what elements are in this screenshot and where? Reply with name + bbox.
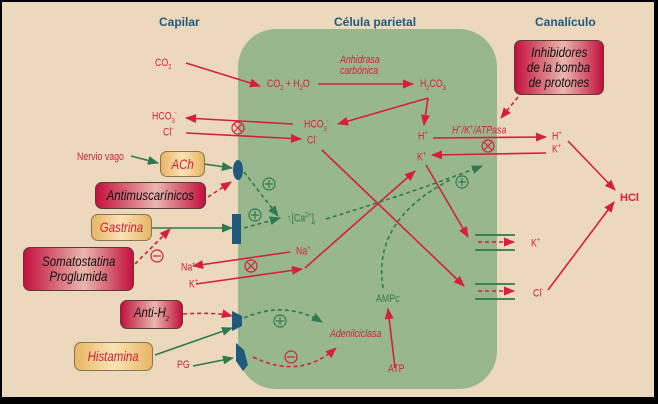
dashed-ach-to-ca bbox=[243, 171, 279, 217]
label-k-capillary: K+ bbox=[189, 278, 199, 291]
arrow-k-to-channel bbox=[425, 164, 469, 238]
label-co2-h2o: CO2 + H2O bbox=[267, 78, 310, 93]
header-parietal-cell: Célula parietal bbox=[334, 15, 417, 29]
dashed-ca-to-pump bbox=[325, 165, 484, 220]
arrow-atp-to-ampc bbox=[384, 307, 396, 369]
plus-icon bbox=[273, 314, 287, 328]
dashed-gastrin-to-ca bbox=[243, 216, 282, 229]
gastrin-receptor bbox=[232, 214, 241, 244]
label-cl-capillary: Cl- bbox=[163, 126, 174, 139]
label-pg: PG bbox=[177, 359, 190, 371]
label-ampc: AMPc bbox=[376, 293, 400, 305]
label-cl-channel: Cl- bbox=[533, 287, 544, 300]
dashed-pg-inhibition bbox=[252, 347, 337, 368]
label-hco3-capillary: HCO3- bbox=[152, 110, 177, 125]
label-hcl: HCl bbox=[620, 192, 639, 204]
label-na-cell: Na+ bbox=[296, 245, 311, 258]
label-co2-capillary: CO2 bbox=[155, 57, 172, 72]
parietal-cell-region bbox=[238, 29, 497, 389]
dashed-antimuscarinic bbox=[207, 181, 232, 198]
arrow-co2-diffusion bbox=[185, 62, 262, 88]
plus-icon bbox=[248, 208, 262, 222]
arrow-k-from-canaliculus bbox=[430, 150, 547, 160]
arrow-cl-to-hcl bbox=[547, 201, 615, 291]
label-h-canaliculus: H+ bbox=[552, 130, 562, 143]
box-histamine: Histamina bbox=[74, 342, 153, 371]
dashed-histamine-to-adenylcyclase bbox=[243, 309, 323, 323]
plus-icon bbox=[455, 175, 469, 189]
dashed-antih2 bbox=[182, 309, 234, 319]
label-carbonic-anhydrase-1: Anhidrasa bbox=[340, 54, 380, 66]
box-ach: ACh bbox=[160, 151, 205, 177]
arrow-cl-to-channel bbox=[321, 149, 465, 287]
label-atpase: H+/K+/ATPasa bbox=[452, 124, 507, 137]
label-h-cell: H+ bbox=[418, 130, 428, 143]
arrow-cl-in bbox=[185, 132, 303, 143]
label-atp: ATP bbox=[388, 363, 405, 375]
arrow-h2co3-to-hco3 bbox=[336, 97, 429, 126]
arrow-h-to-hcl bbox=[567, 140, 616, 191]
dashed-somatostatin bbox=[134, 228, 171, 265]
inhibit-icon bbox=[481, 139, 495, 153]
header-capillary: Capilar bbox=[159, 15, 200, 29]
arrow-ach-to-receptor bbox=[203, 162, 234, 172]
minus-icon bbox=[284, 350, 298, 364]
label-hco3-cell: HCO3- bbox=[304, 118, 329, 133]
arrow-histamine-to-receptor bbox=[154, 327, 234, 356]
inhibit-icon bbox=[231, 121, 245, 135]
arrow-k-in bbox=[195, 265, 304, 285]
label-k-canaliculus: K+ bbox=[552, 143, 562, 156]
inhibit-icon bbox=[244, 259, 258, 273]
dashed-ampc-to-pump bbox=[380, 179, 451, 289]
box-antimuscarinics: Antimuscarínicos bbox=[95, 182, 206, 209]
muscarinic-receptor bbox=[233, 160, 243, 180]
label-calcium: ↑[Ca2+]i bbox=[287, 212, 316, 227]
label-adenylcyclase: Adenilciclasa bbox=[330, 328, 382, 340]
h2-receptor bbox=[232, 311, 242, 331]
label-h2co3: H2CO3 bbox=[420, 78, 446, 93]
label-k-channel: K+ bbox=[531, 237, 541, 250]
plus-icon bbox=[262, 177, 276, 191]
box-anti-h2: Anti-H2 bbox=[120, 300, 183, 329]
arrow-k-recycle bbox=[304, 170, 416, 269]
arrow-hco3-out bbox=[184, 114, 294, 125]
minus-icon bbox=[150, 249, 164, 263]
arrow-na-out bbox=[191, 251, 291, 269]
dashed-ppi bbox=[500, 96, 519, 119]
box-gastrin: Gastrina bbox=[91, 214, 152, 241]
arrow-vagus-to-ach bbox=[130, 155, 160, 165]
label-cl-cell: Cl- bbox=[307, 134, 318, 147]
arrow-h2co3-to-h bbox=[421, 97, 430, 127]
arrow-h-to-canaliculus bbox=[432, 132, 548, 142]
label-na-capillary: Na+ bbox=[181, 261, 196, 274]
label-carbonic-anhydrase-2: carbónica bbox=[340, 65, 379, 77]
arrow-pg-to-receptor bbox=[192, 355, 235, 367]
label-vagus-nerve: Nervio vago bbox=[77, 151, 124, 163]
label-k-cell: K+ bbox=[417, 151, 427, 164]
header-canaliculus: Canalículo bbox=[535, 15, 596, 29]
pg-receptor bbox=[236, 343, 248, 371]
